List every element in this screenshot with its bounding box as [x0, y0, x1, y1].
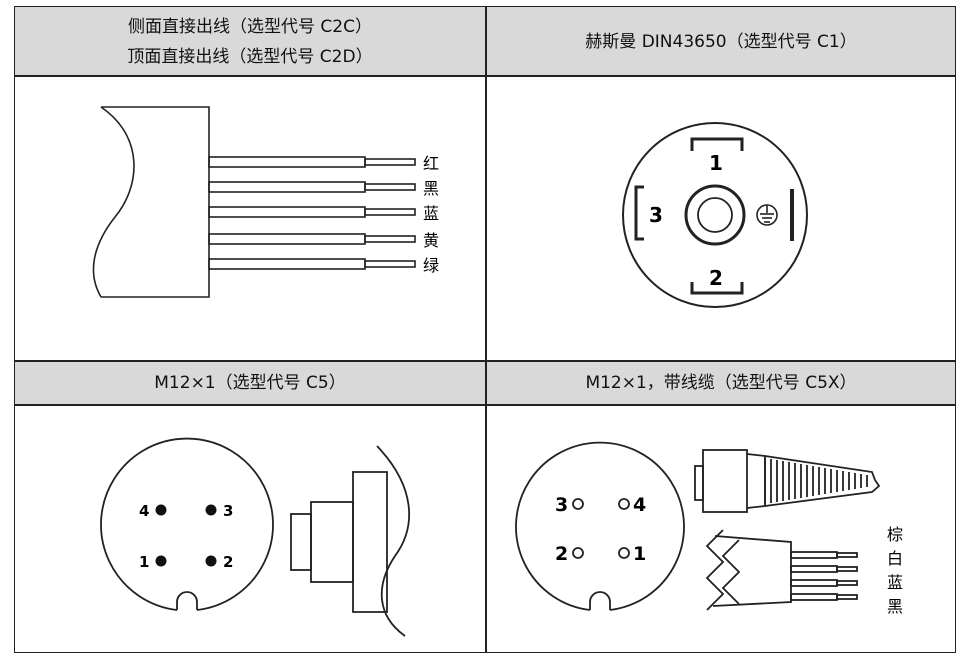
din-center-inner-ring: [697, 197, 733, 233]
m12x-wire-black-label: 黑: [887, 597, 903, 616]
m12-side-cap: [290, 513, 312, 571]
direct-cable-diagram: 红 黑 蓝 黄 绿: [92, 106, 439, 298]
m12-diagram: 4 3 1 2: [100, 437, 411, 637]
m12x-plug-body: [702, 449, 748, 513]
m12-cable-diagram: 3 4 2 1 棕 白 蓝 黑: [515, 441, 903, 616]
din-outer-circle: [622, 122, 808, 308]
din-center-outer-ring: [684, 184, 746, 246]
m12-pin-1-label: 1: [139, 553, 149, 571]
din-pin-2-label: 2: [709, 266, 723, 290]
cell-direct-cable: 红 黑 蓝 黄 绿: [15, 77, 485, 360]
m12x-pin-4: [618, 498, 630, 510]
m12x-lead-wires: [790, 551, 858, 601]
header-c1-text: 赫斯曼 DIN43650（选型代号 C1）: [585, 31, 857, 52]
m12x-pin-2-label: 2: [555, 543, 568, 565]
header-c5x-text: M12×1，带线缆（选型代号 C5X）: [585, 373, 857, 393]
m12x-cable-sheath: [764, 455, 881, 507]
header-c5-text: M12×1（选型代号 C5）: [154, 373, 346, 393]
header-c2c-c2d: 侧面直接出线（选型代号 C2C） 顶面直接出线（选型代号 C2D）: [15, 7, 485, 76]
din43650-diagram: 1 2 3: [622, 122, 808, 308]
cell-m12-cable: 3 4 2 1 棕 白 蓝 黑: [487, 406, 955, 652]
din-bracket-1: [690, 137, 744, 151]
m12x-pin-1: [618, 547, 630, 559]
din-bracket-3: [634, 185, 644, 241]
m12x-wire-white-label: 白: [887, 549, 903, 568]
header-c5: M12×1（选型代号 C5）: [15, 361, 485, 405]
ground-icon: [756, 204, 778, 226]
header-c2c-text: 侧面直接出线（选型代号 C2C）: [128, 16, 372, 37]
header-c2d-text: 顶面直接出线（选型代号 C2D）: [127, 46, 373, 67]
cell-m12: 4 3 1 2: [15, 406, 485, 652]
wire-label-yellow: 黄: [423, 231, 439, 250]
m12x-wire-blue-label: 蓝: [887, 573, 903, 592]
cell-din43650: 1 2 3: [487, 77, 955, 360]
grid-divider-h3: [15, 404, 955, 406]
grid-divider-h1: [15, 75, 955, 77]
m12-face-circle: [100, 437, 274, 611]
m12-break-curve: [376, 445, 411, 637]
wire-group: [208, 156, 416, 270]
m12x-key-notch: [589, 591, 611, 610]
din-pin-3-label: 3: [649, 203, 663, 227]
housing-outline: [101, 106, 210, 298]
header-c1: 赫斯曼 DIN43650（选型代号 C1）: [487, 7, 955, 76]
m12-pin-2-label: 2: [223, 553, 233, 571]
m12x-wire-brown-label: 棕: [887, 525, 903, 544]
wire-label-blue: 蓝: [423, 204, 439, 223]
header-c5x: M12×1，带线缆（选型代号 C5X）: [487, 361, 955, 405]
din-pin-1-label: 1: [709, 151, 723, 175]
m12x-cable-jacket: [712, 535, 792, 607]
din-bracket-2: [690, 282, 744, 295]
wire-label-red: 红: [423, 154, 439, 173]
m12x-cable-break-inner: [721, 539, 741, 605]
m12x-pin-4-label: 4: [633, 494, 646, 516]
m12-pin-3-label: 3: [223, 502, 233, 520]
m12x-pin-3: [572, 498, 584, 510]
m12x-pin-2: [572, 547, 584, 559]
m12x-plug-neck: [746, 453, 766, 509]
m12-pins: [155, 504, 217, 567]
m12x-face-circle: [515, 441, 685, 611]
housing-break-curve: [92, 106, 135, 298]
m12x-pin-3-label: 3: [555, 494, 568, 516]
wire-label-black: 黑: [423, 179, 439, 198]
connector-table: 侧面直接出线（选型代号 C2C） 顶面直接出线（选型代号 C2D） 赫斯曼 DI…: [14, 6, 956, 653]
m12-pin-4-label: 4: [139, 502, 149, 520]
m12x-cable-break-left: [705, 529, 725, 611]
m12x-plug-tip: [694, 465, 704, 501]
m12x-pin-1-label: 1: [633, 543, 646, 565]
wire-label-green: 绿: [423, 256, 439, 275]
grid-divider-vertical: [485, 7, 487, 652]
grid-divider-h2: [15, 360, 955, 362]
m12-key-notch: [176, 591, 198, 610]
m12-side-body: [310, 501, 354, 583]
m12x-grip-ribs: [764, 458, 868, 504]
m12-side-flange: [352, 471, 388, 613]
